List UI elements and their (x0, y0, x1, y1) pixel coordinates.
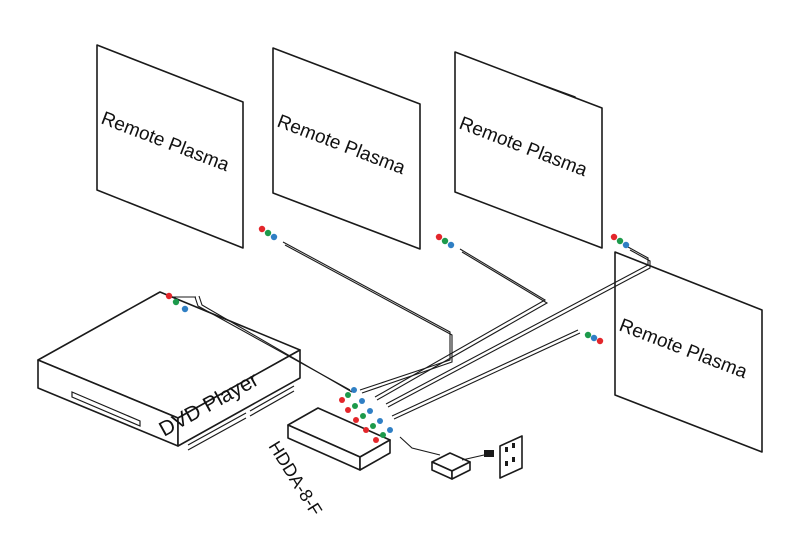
remote-plasma-3: Remote Plasma (454, 51, 603, 249)
rca-plug-icon (352, 403, 358, 409)
rca-plug-icon (373, 437, 379, 443)
dvd-player: DVD Player (37, 291, 301, 451)
rca-plug-icon (353, 417, 359, 423)
remote-plasma-2: Remote Plasma (272, 47, 421, 250)
rca-plug-icon (258, 225, 266, 233)
rca-plug-icon (377, 418, 383, 424)
rca-plug-icon (345, 392, 351, 398)
rca-plug-icon (345, 407, 351, 413)
rca-plug-icon (360, 413, 366, 419)
rca-plug-icon (590, 334, 598, 342)
rca-plug-icon (387, 427, 393, 433)
rca-plug-icon (596, 337, 604, 345)
power-adapter-icon (431, 450, 494, 480)
rca-plug-icon (165, 225, 630, 443)
rca-plug-icon (584, 331, 592, 339)
rca-plug-icon (610, 233, 618, 241)
rca-plug-icon (616, 237, 624, 245)
rca-plug-icon (339, 397, 345, 403)
rca-plug-icon (359, 398, 365, 404)
rca-plug-icon (351, 387, 357, 393)
power-outlet-icon (499, 435, 523, 479)
rca-plug-icon (435, 233, 443, 241)
rca-plug-icon (270, 233, 278, 241)
rca-plug-icon (622, 241, 630, 249)
rca-plug-icon (380, 432, 386, 438)
remote-plasma-1: Remote Plasma (96, 44, 244, 249)
rca-plug-icon (165, 292, 173, 300)
remote-plasma-4: Remote Plasma (614, 251, 763, 453)
rca-plug-icon (363, 427, 369, 433)
cable-bundle (170, 241, 651, 456)
rca-plug-icon (441, 237, 449, 245)
rca-plug-icon (447, 241, 455, 249)
rca-plug-icon (370, 423, 376, 429)
rca-plug-icon (367, 408, 373, 414)
rca-plug-icon (264, 229, 272, 237)
rca-plug-icon (172, 298, 180, 306)
rca-plug-icon (181, 305, 189, 313)
